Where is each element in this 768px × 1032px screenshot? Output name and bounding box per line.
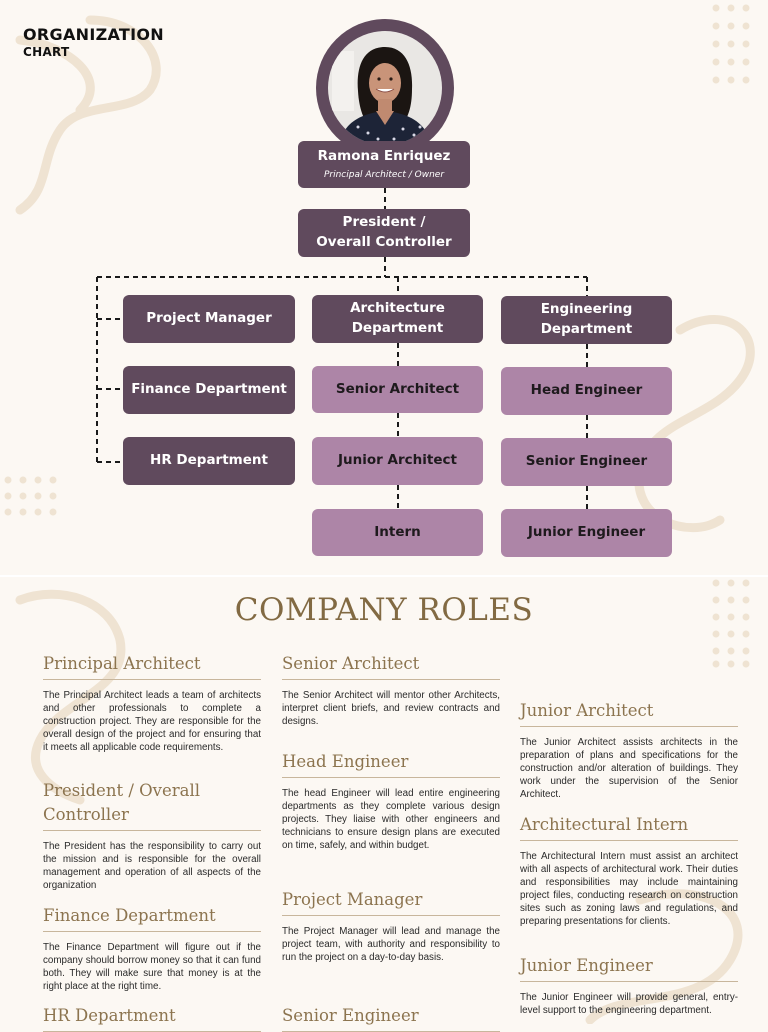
role-description: The Junior Engineer will provide general… <box>520 991 738 1016</box>
role-architectural-intern: Architectural Intern The Architectural I… <box>520 813 738 928</box>
head-engineer-box: Head Engineer <box>501 367 672 415</box>
owner-avatar <box>316 19 454 157</box>
senior-architect-box: Senior Architect <box>312 366 483 413</box>
role-description: The head Engineer will lead entire engin… <box>282 787 500 851</box>
head-engineer-label: Head Engineer <box>530 382 643 399</box>
role-description: The Finance Department will figure out i… <box>43 941 261 992</box>
title-line2: CHART <box>23 45 70 59</box>
role-senior-architect: Senior Architect The Senior Architect wi… <box>282 652 500 728</box>
senior-engineer-label: Senior Engineer <box>525 453 648 470</box>
hr-department-box: HR Department <box>123 437 295 485</box>
senior-architect-label: Senior Architect <box>335 380 460 397</box>
engineering-department-box: Engineering Department <box>501 296 672 344</box>
role-principal-architect: Principal Architect The Principal Archit… <box>43 652 261 754</box>
company-roles-title: COMPANY ROLES <box>234 592 534 628</box>
role-senior-engineer: Senior Engineer <box>282 1004 500 1032</box>
owner-position: Principal Architect / Owner <box>323 170 445 181</box>
role-title: Junior Engineer <box>520 954 738 982</box>
role-title: Project Manager <box>282 888 500 916</box>
role-finance-department: Finance Department The Finance Departmen… <box>43 904 261 993</box>
role-description: The Senior Architect will mentor other A… <box>282 689 500 727</box>
role-junior-architect: Junior Architect The Junior Architect as… <box>520 699 738 801</box>
role-head-engineer: Head Engineer The head Engineer will lea… <box>282 750 500 852</box>
role-title: Principal Architect <box>43 652 261 680</box>
owner-box: Ramona Enriquez Principal Architect / Ow… <box>298 141 470 188</box>
president-box: President / Overall Controller <box>298 209 470 257</box>
hr-department-label: HR Department <box>150 452 268 469</box>
architecture-department-label: Architecture Department <box>350 300 445 336</box>
portrait-photo-icon <box>328 31 442 145</box>
project-manager-label: Project Manager <box>146 310 272 327</box>
role-junior-engineer: Junior Engineer The Junior Engineer will… <box>520 954 738 1017</box>
role-description: The Architectural Intern must assist an … <box>520 850 738 927</box>
section-divider <box>0 575 768 577</box>
engineering-department-label: Engineering Department <box>540 301 633 337</box>
junior-architect-box: Junior Architect <box>312 437 483 485</box>
title-line1: ORGANIZATION <box>23 25 164 44</box>
role-title: Head Engineer <box>282 750 500 778</box>
architecture-department-box: Architecture Department <box>312 295 483 343</box>
role-description: The Principal Architect leads a team of … <box>43 689 261 753</box>
finance-department-label: Finance Department <box>131 381 287 398</box>
intern-box: Intern <box>312 509 483 556</box>
role-title: Senior Architect <box>282 652 500 680</box>
role-description: The Project Manager will lead and manage… <box>282 925 500 963</box>
role-title: HR Department <box>43 1004 261 1032</box>
connector-lines <box>96 188 588 509</box>
role-project-manager: Project Manager The Project Manager will… <box>282 888 500 964</box>
junior-engineer-box: Junior Engineer <box>501 509 672 557</box>
role-title: Architectural Intern <box>520 813 738 841</box>
org-chart-title: ORGANIZATION CHART <box>23 25 164 59</box>
role-title: Finance Department <box>43 904 261 932</box>
owner-name: Ramona Enriquez <box>317 147 451 164</box>
junior-engineer-label: Junior Engineer <box>527 524 646 541</box>
junior-architect-label: Junior Architect <box>338 452 457 469</box>
senior-engineer-box: Senior Engineer <box>501 438 672 486</box>
role-president: President / Overall Controller The Presi… <box>43 779 261 892</box>
role-description: The President has the responsibility to … <box>43 840 261 891</box>
role-title: Senior Engineer <box>282 1004 500 1032</box>
intern-label: Intern <box>374 523 421 540</box>
role-description: The Junior Architect assists architects … <box>520 736 738 800</box>
role-hr-department: HR Department <box>43 1004 261 1032</box>
role-title: President / Overall Controller <box>43 779 261 831</box>
project-manager-box: Project Manager <box>123 295 295 343</box>
president-label: President / Overall Controller <box>316 214 452 250</box>
finance-department-box: Finance Department <box>123 366 295 414</box>
role-title: Junior Architect <box>520 699 738 727</box>
